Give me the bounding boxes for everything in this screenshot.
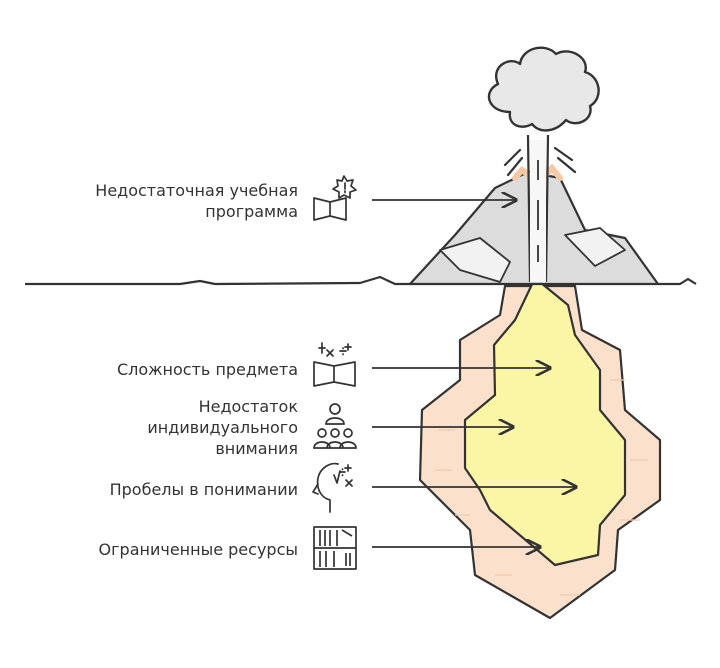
label-gaps: Пробелы в понимании [109, 480, 298, 499]
label-complexity: Сложность предмета [116, 360, 298, 379]
teacher-students-icon [313, 403, 357, 449]
rock-highlight [439, 227, 626, 283]
inner-core [463, 276, 627, 567]
bookshelf-icon [313, 526, 357, 570]
label-attention-line2: индивидуального [147, 418, 298, 437]
eruption-cloud [487, 46, 600, 132]
head-math-icon [312, 462, 353, 513]
volcano-conduit [526, 134, 550, 283]
eruption-sparks [503, 146, 577, 177]
brick-texture [435, 379, 648, 596]
label-curriculum: Недостаточная учебная программа [95, 180, 298, 222]
label-curriculum-line2: программа [205, 202, 298, 221]
label-attention-line3: внимания [215, 439, 298, 458]
label-curriculum-line1: Недостаточная учебная [95, 181, 298, 200]
label-resources: Ограниченные ресурсы [98, 540, 298, 559]
book-alert-icon [313, 175, 357, 221]
label-attention-line1: Недостаток [198, 397, 298, 416]
ground-line [25, 275, 697, 286]
label-attention: Недостаток индивидуального внимания [147, 396, 298, 459]
book-math-icon [313, 342, 356, 387]
